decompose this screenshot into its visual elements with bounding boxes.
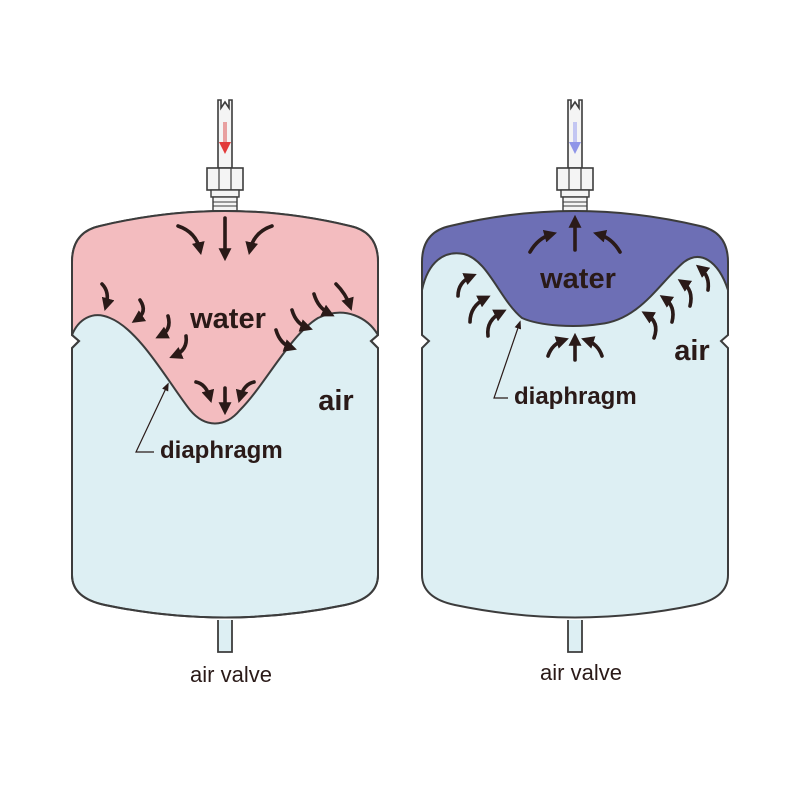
flow-arrows (100, 216, 354, 416)
inlet-pipe (206, 99, 244, 212)
outflow-arrow (569, 122, 581, 154)
water-label: water (189, 303, 266, 335)
outlet-pipe (556, 99, 594, 212)
inflow-arrow (219, 122, 231, 154)
air-valve (567, 620, 583, 653)
diaphragm (71, 311, 379, 425)
air-label: air (674, 335, 709, 367)
tank-filling: water air diaphragm air valve (71, 99, 379, 687)
air-valve (217, 620, 233, 653)
water-label: water (539, 263, 616, 295)
water-region (72, 211, 378, 424)
diaphragm-leader (493, 320, 522, 399)
air-valve-label: air valve (190, 662, 272, 687)
diaphragm (421, 252, 729, 327)
air-label: air (318, 385, 353, 417)
tank-emptying: water air diaphragm air valve (421, 99, 729, 685)
diaphragm-label: diaphragm (160, 437, 283, 464)
air-valve-label: air valve (540, 660, 622, 685)
diaphragm-label: diaphragm (514, 383, 637, 410)
diaphragm-leader (135, 382, 169, 453)
flow-arrows (456, 214, 711, 362)
water-region (422, 211, 728, 326)
